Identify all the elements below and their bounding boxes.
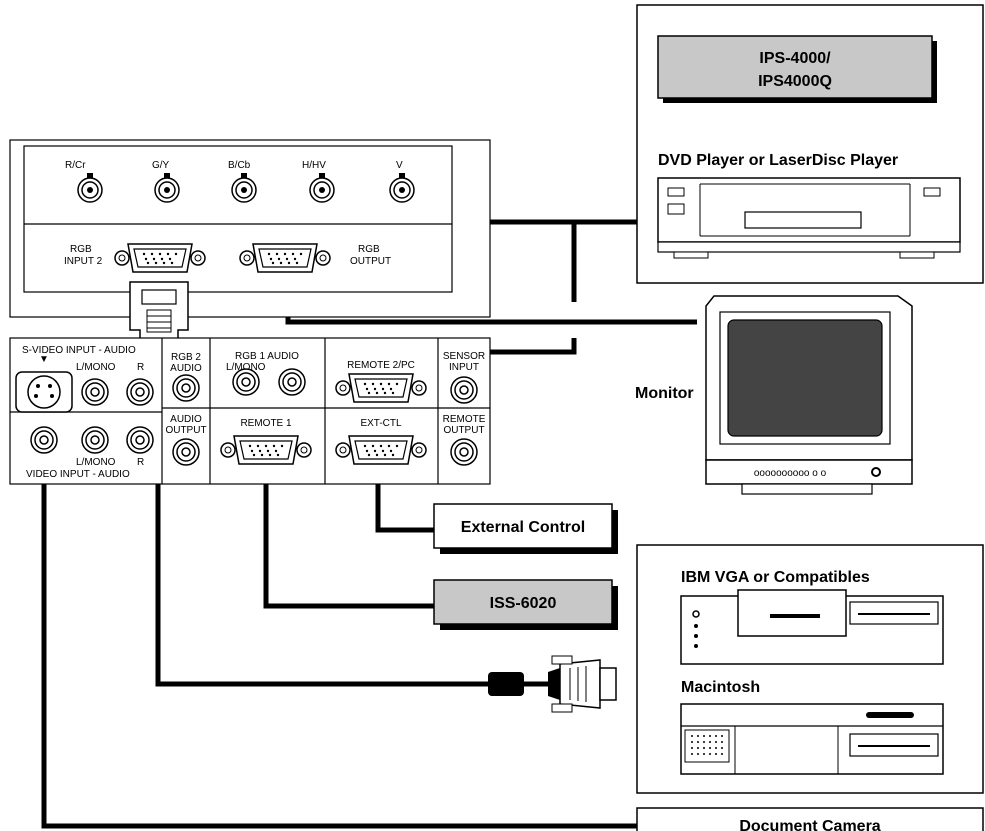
document-camera-box: Document Camera	[636, 807, 984, 831]
ips-label-2: IPS4000Q	[758, 73, 832, 90]
ips-dvd-box: IPS-4000/ IPS4000Q DVD Player or LaserDi…	[636, 4, 984, 284]
bnc-label-v: V	[396, 160, 403, 171]
iss-box: ISS-6020	[433, 579, 618, 630]
lmono-label-top: L/MONO	[76, 362, 116, 373]
remote1-label: REMOTE 1	[240, 418, 292, 429]
video-audio-l-jack	[81, 426, 109, 454]
mac-label: Macintosh	[681, 679, 760, 696]
computer-cable-plug	[488, 655, 617, 713]
dvd-label: DVD Player or LaserDisc Player	[658, 152, 898, 169]
ext-ctl-label: EXT-CTL	[360, 418, 402, 429]
mac-icon	[680, 703, 944, 775]
audio-output-label-1: AUDIO	[170, 414, 202, 425]
rgb2-audio-label-2: AUDIO	[170, 363, 202, 374]
rgb1-audio-l-jack	[232, 368, 260, 396]
doc-camera-label: Document Camera	[739, 818, 880, 831]
sensor-input-label-1: SENSOR	[443, 351, 485, 362]
svideo-audio-r-jack	[126, 378, 154, 406]
remote2pc-label: REMOTE 2/PC	[347, 360, 415, 371]
r-label-top: R	[137, 362, 144, 373]
video-audio-label: VIDEO INPUT - AUDIO	[26, 469, 130, 480]
rgb2-audio-label-1: RGB 2	[171, 352, 201, 363]
rgb2-audio-jack	[172, 374, 200, 402]
ibm-label: IBM VGA or Compatibles	[681, 569, 870, 586]
bnc-label-hhv: H/HV	[302, 160, 326, 171]
remote1-cable	[263, 468, 434, 609]
bnc-label-gy: G/Y	[152, 160, 170, 171]
rgb-input2-label-1: RGB	[70, 244, 92, 255]
audio-output-jack	[172, 438, 200, 466]
bnc-connectors: R/Cr G/Y B/Cb H/HV V	[65, 160, 415, 203]
sensor-input-label-2: INPUT	[449, 362, 479, 373]
rgb1-audio-r-jack	[278, 368, 306, 396]
rgb-output-label-1: RGB	[358, 244, 380, 255]
lmono-label-bottom: L/MONO	[76, 457, 116, 468]
sensor-input-jack	[450, 376, 478, 404]
bnc-label-rcr: R/Cr	[65, 160, 86, 171]
ibm-pc-icon	[680, 589, 944, 665]
svideo-arrow: ▼	[39, 354, 49, 365]
dvd-player-icon	[657, 177, 961, 259]
video-jack	[30, 426, 58, 454]
rgb1-lmono-label: L/MONO	[226, 362, 266, 373]
video-audio-r-jack	[126, 426, 154, 454]
remote-output-label-1: REMOTE	[443, 414, 486, 425]
r-label-bottom: R	[137, 457, 144, 468]
rgb1-audio-label: RGB 1 AUDIO	[235, 351, 299, 362]
external-control-label: External Control	[461, 519, 585, 536]
iss-label: ISS-6020	[490, 595, 557, 612]
rgb-input2-label-2: INPUT 2	[64, 256, 103, 267]
ext-ctl-cable	[375, 468, 434, 533]
vga-plug	[129, 281, 189, 346]
monitor-icon: Monitor oooooooooo o o	[635, 295, 913, 495]
svideo-audio-label: S-VIDEO INPUT - AUDIO	[22, 345, 136, 356]
ips-box	[657, 35, 933, 99]
computers-box: IBM VGA or Compatibles Macintosh	[636, 544, 984, 794]
external-control-box: External Control	[433, 503, 618, 554]
monitor-label: Monitor	[635, 385, 694, 402]
rgb-output-label-2: OUTPUT	[350, 256, 391, 267]
ips-label-1: IPS-4000/	[759, 50, 831, 67]
remote-output-label-2: OUTPUT	[443, 425, 484, 436]
video-cable	[41, 398, 640, 829]
audio-output-label-2: OUTPUT	[165, 425, 206, 436]
svideo-port	[15, 371, 73, 413]
remote-output-jack	[450, 438, 478, 466]
svg-text:oooooooooo o o: oooooooooo o o	[754, 468, 827, 479]
projector-panel: R/Cr G/Y B/Cb H/HV V RGB INPUT 2 RGB OUT…	[9, 139, 491, 485]
svideo-audio-l-jack	[81, 378, 109, 406]
bnc-label-bcb: B/Cb	[228, 160, 251, 171]
